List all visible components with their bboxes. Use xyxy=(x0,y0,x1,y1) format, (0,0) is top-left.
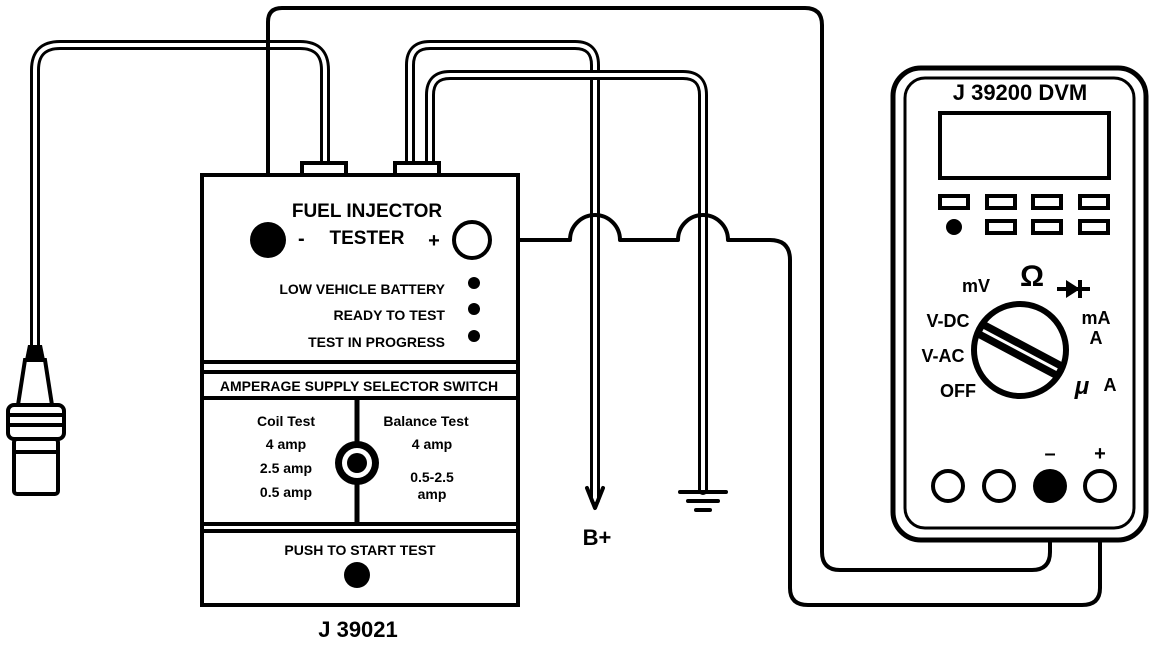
digital-voltmeter: J 39200 DVM mV Ω V-DC V-AC OFF mA A μ A xyxy=(890,65,1149,543)
dvm-button-1[interactable] xyxy=(938,194,970,210)
mode-label-a: A xyxy=(1090,328,1103,348)
push-to-start-label: PUSH TO START TEST xyxy=(284,542,436,558)
dvm-rotary-selector[interactable] xyxy=(971,301,1069,399)
jack-minus-label: – xyxy=(1044,443,1055,465)
battery-arrow xyxy=(585,486,605,510)
indicator-label-in-progress: TEST IN PROGRESS xyxy=(308,334,445,350)
dvm-button-6[interactable] xyxy=(1031,219,1063,235)
balance-value-range: 0.5-2.5 xyxy=(410,469,454,485)
dvm-jack-positive[interactable] xyxy=(1083,469,1117,503)
led-ready xyxy=(468,303,480,315)
dvm-button-5[interactable] xyxy=(985,219,1017,235)
tester-title-line1: FUEL INJECTOR xyxy=(292,201,443,222)
led-low-battery xyxy=(468,277,480,289)
dvm-jack-2[interactable] xyxy=(982,469,1016,503)
dvm-button-4[interactable] xyxy=(1078,194,1110,210)
mode-label-microamp-a: A xyxy=(1104,375,1117,395)
injector-plug xyxy=(6,345,66,496)
selector-header: AMPERAGE SUPPLY SELECTOR SWITCH xyxy=(220,378,498,394)
mode-label-off: OFF xyxy=(940,381,976,401)
tester-model-label: J 39021 xyxy=(318,617,398,642)
fuel-injector-tester: FUEL INJECTOR TESTER - + LOW VEHICLE BAT… xyxy=(200,173,520,607)
led-in-progress xyxy=(468,330,480,342)
mode-label-micro: μ xyxy=(1074,373,1090,400)
mode-label-mv: mV xyxy=(962,276,990,296)
ground-symbol xyxy=(678,490,728,512)
dvm-negative-lead xyxy=(266,6,1052,572)
mode-label-vac: V-AC xyxy=(921,346,964,366)
balance-value-4amp: 4 amp xyxy=(412,436,452,452)
battery-supply-wire xyxy=(405,40,600,505)
push-to-start-button[interactable] xyxy=(344,562,370,588)
coil-test-title: Coil Test xyxy=(257,413,315,429)
diode-icon xyxy=(1057,280,1090,298)
tester-minus-label: - xyxy=(298,228,305,250)
indicator-label-low-battery: LOW VEHICLE BATTERY xyxy=(279,281,445,297)
dvm-display xyxy=(938,111,1111,180)
tester-positive-terminal[interactable] xyxy=(452,220,492,260)
balance-test-title: Balance Test xyxy=(383,413,469,429)
dvm-button-3[interactable] xyxy=(1031,194,1063,210)
injector-harness-wire xyxy=(30,40,330,350)
dvm-title: J 39200 DVM xyxy=(953,80,1088,105)
mode-label-vdc: V-DC xyxy=(926,311,969,331)
dvm-button-7[interactable] xyxy=(1078,219,1110,235)
ohm-icon: Ω xyxy=(1020,260,1044,293)
mode-label-ma: mA xyxy=(1081,308,1110,328)
indicator-label-ready: READY TO TEST xyxy=(333,307,445,323)
amperage-selector-knob[interactable] xyxy=(335,441,379,485)
tester-plus-label: + xyxy=(428,230,440,252)
dvm-jack-1[interactable] xyxy=(931,469,965,503)
jack-plus-label: + xyxy=(1094,443,1106,465)
dvm-button-2[interactable] xyxy=(985,194,1017,210)
dvm-positive-lead xyxy=(470,213,1102,607)
ground-wire xyxy=(425,70,708,495)
tester-negative-terminal[interactable] xyxy=(250,222,286,258)
coil-value-0-5amp: 0.5 amp xyxy=(260,484,312,500)
dvm-jack-negative[interactable] xyxy=(1033,469,1067,503)
balance-value-amp: amp xyxy=(418,486,447,502)
battery-positive-label: B+ xyxy=(583,525,612,550)
tester-title-line2: TESTER xyxy=(330,228,405,249)
coil-value-4amp: 4 amp xyxy=(266,436,306,452)
dvm-power-indicator xyxy=(946,219,962,235)
coil-value-2-5amp: 2.5 amp xyxy=(260,460,312,476)
